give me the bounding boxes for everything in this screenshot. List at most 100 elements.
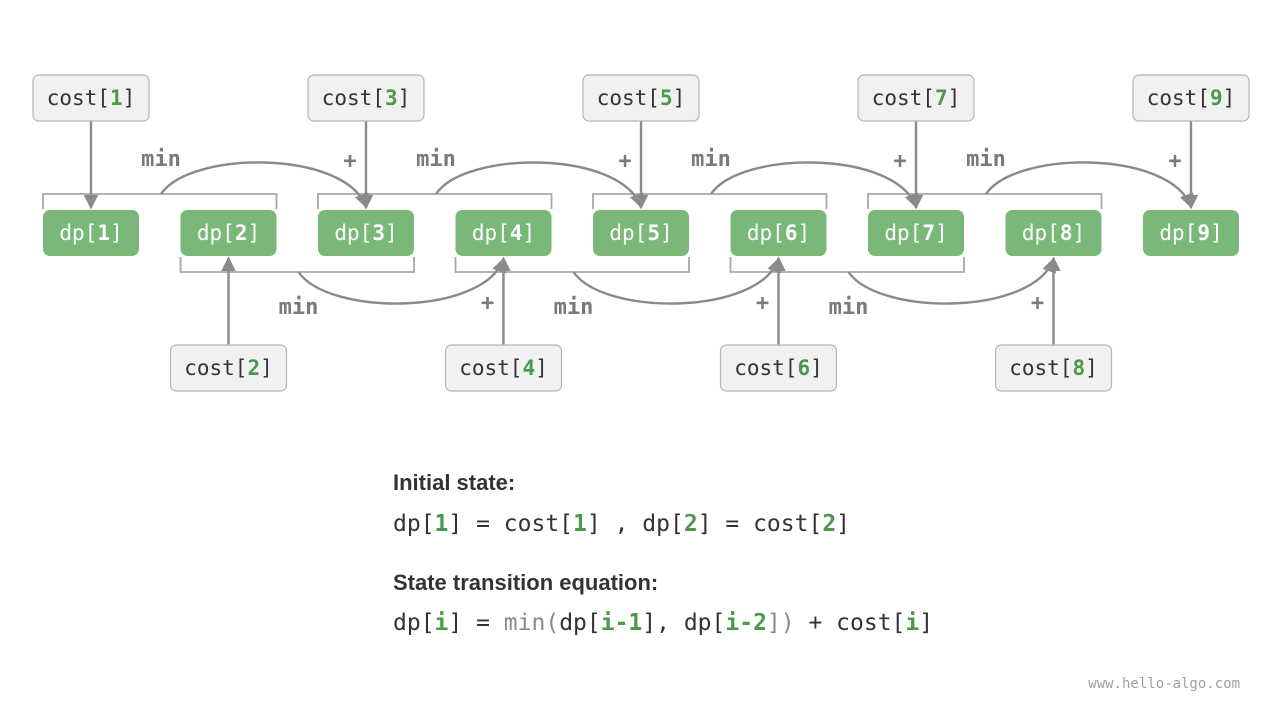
dp-node (593, 210, 689, 256)
formula-index: 1 (434, 511, 449, 537)
min-label: min (829, 295, 869, 320)
dp-node (455, 210, 552, 256)
cost-label-prefix: cost[ (734, 356, 797, 380)
formula-index: 2 (822, 511, 837, 537)
dp-label: dp[4] (472, 221, 535, 245)
cost-label-index: 2 (247, 356, 260, 380)
cost-label: cost[3] (322, 86, 411, 110)
cost-label-suffix: ] (673, 86, 686, 110)
min-bracket (179, 257, 415, 273)
cost-label-index: 8 (1072, 356, 1085, 380)
cost-label: cost[2] (184, 356, 273, 380)
dp-label-prefix: dp[ (1159, 221, 1197, 245)
dp-label: dp[1] (59, 221, 122, 245)
dp-label: dp[8] (1022, 221, 1085, 245)
cost-node (169, 344, 288, 392)
min-arrow (160, 161, 369, 209)
dp-label-prefix: dp[ (59, 221, 97, 245)
cost-node (857, 74, 975, 122)
cost-label: cost[5] (597, 86, 686, 110)
dp-label-prefix: dp[ (472, 221, 510, 245)
formula-index: i-1 (600, 610, 643, 636)
cost-node (582, 74, 700, 122)
cost-node (444, 344, 563, 392)
dp-label-suffix: ] (660, 221, 673, 245)
bracket-layer (42, 193, 1103, 273)
dp-label-index: 8 (1060, 221, 1073, 245)
cost-label-prefix: cost[ (1009, 356, 1072, 380)
plus-label: + (481, 291, 494, 316)
min-label: min (279, 295, 319, 320)
min-arrow (985, 161, 1194, 209)
cost-label-suffix: ] (398, 86, 411, 110)
min-arrow (297, 257, 506, 305)
min-bracket (317, 193, 553, 209)
formula-text: ] = cost[ (697, 511, 823, 537)
cost-label-prefix: cost[ (459, 356, 522, 380)
min-bracket (454, 257, 690, 273)
dp-node (1143, 210, 1239, 256)
dp-label-suffix: ] (385, 221, 398, 245)
min-arrow (572, 257, 781, 305)
formula-text: ] = cost[ (448, 511, 574, 537)
cost-label-index: 6 (797, 356, 810, 380)
cost-label: cost[9] (1147, 86, 1236, 110)
dp-label: dp[7] (884, 221, 947, 245)
dp-label-index: 5 (647, 221, 660, 245)
dp-node (1005, 210, 1102, 256)
dp-label-prefix: dp[ (609, 221, 647, 245)
formula-text: ] (836, 511, 851, 537)
dp-label-prefix: dp[ (884, 221, 922, 245)
cost-label-suffix: ] (123, 86, 136, 110)
formula-text: ] , dp[ (586, 511, 684, 537)
dp-label: dp[6] (747, 221, 810, 245)
dp-node (318, 210, 414, 256)
min-arrow (710, 161, 919, 209)
formula-text: + cost[ (794, 610, 906, 636)
cost-label-prefix: cost[ (322, 86, 385, 110)
cost-label-index: 4 (522, 356, 535, 380)
dp-label-suffix: ] (1072, 221, 1085, 245)
dp-label: dp[3] (334, 221, 397, 245)
cost-node (994, 344, 1113, 392)
dp-label-index: 6 (785, 221, 798, 245)
formula-text: dp[ (559, 610, 601, 636)
dp-label-suffix: ] (935, 221, 948, 245)
plus-label: + (1168, 149, 1181, 174)
min-bracket (729, 257, 965, 273)
cost-label: cost[1] (47, 86, 136, 110)
dp-label-prefix: dp[ (197, 221, 235, 245)
plus-label: + (1031, 291, 1044, 316)
dp-label: dp[9] (1159, 221, 1222, 245)
dp-node (43, 210, 139, 256)
transition-heading: State transition equation: (393, 570, 659, 595)
dp-label-index: 4 (510, 221, 523, 245)
cost-label-index: 3 (385, 86, 398, 110)
plus-label: + (756, 291, 769, 316)
min-arrow (435, 161, 644, 209)
cost-label-prefix: cost[ (1147, 86, 1210, 110)
min-label: min (554, 295, 594, 320)
formula-index: 2 (683, 511, 698, 537)
plus-label: + (343, 149, 356, 174)
transition-formula: dp[i] = min(dp[i-1], dp[i-2]) + cost[i] (393, 610, 933, 636)
watermark: www.hello-algo.com (1088, 676, 1240, 692)
dp-label-prefix: dp[ (334, 221, 372, 245)
operator-label-layer: min+min+min+min+min+min+min+ (141, 147, 1182, 320)
min-label: min (691, 147, 731, 172)
cost-label: cost[4] (459, 356, 548, 380)
formula-index: 1 (573, 511, 587, 537)
dp-node (180, 210, 277, 256)
plus-label: + (618, 149, 631, 174)
min-label: min (966, 147, 1006, 172)
min-bracket (592, 193, 828, 209)
cost-label-suffix: ] (948, 86, 961, 110)
min-label: min (141, 147, 181, 172)
cost-label: cost[6] (734, 356, 823, 380)
initial-state-heading: Initial state: (393, 470, 516, 495)
dp-label: dp[2] (197, 221, 260, 245)
cost-label-suffix: ] (260, 356, 273, 380)
formula-min-close: ]) (766, 610, 795, 636)
formula-min-fn: min( (503, 610, 560, 636)
